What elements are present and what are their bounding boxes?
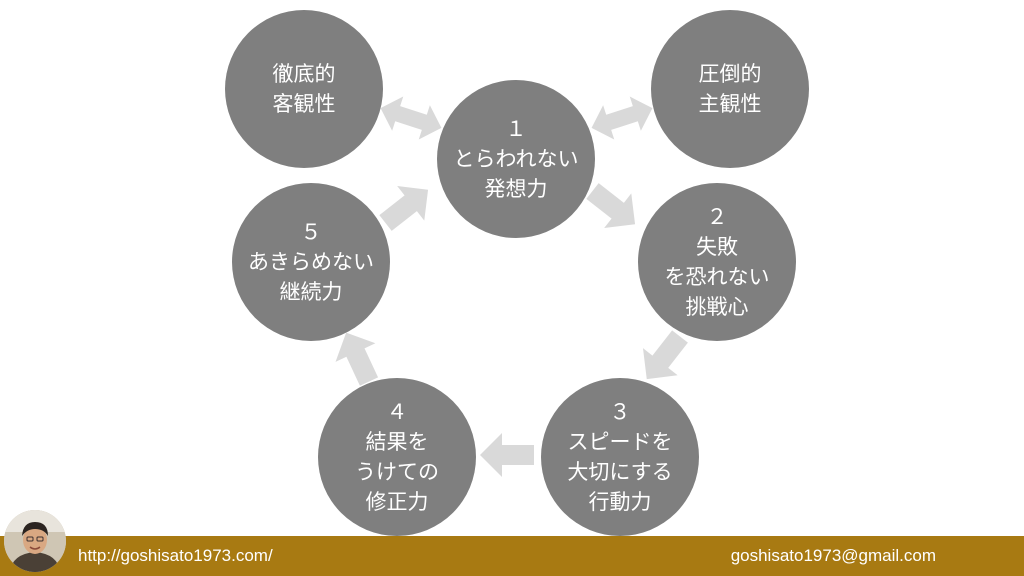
arrow-center-to-challenge xyxy=(586,183,636,229)
node-subjectivity-line-2: 主観性 xyxy=(698,92,762,116)
arrow-persistence-to-center xyxy=(379,185,429,231)
node-objectivity-line-1: 徹底的 xyxy=(272,62,336,86)
node-action-line-2: スピードを xyxy=(567,430,673,454)
double-arrow-center-subjective xyxy=(591,96,653,140)
node-center-line-2: とらわれない xyxy=(453,147,579,171)
node-action-line-1: ３ xyxy=(609,400,631,424)
arrow-challenge-to-action xyxy=(642,330,688,380)
node-challenge-line-1: ２ xyxy=(706,205,728,229)
footer-url-link[interactable]: http://goshisato1973.com/ xyxy=(78,546,273,565)
node-persistence-line-1: ５ xyxy=(300,220,322,244)
node-action: ３ スピードを 大切にする 行動力 xyxy=(541,378,699,536)
node-challenge-line-3: を恐れない xyxy=(664,265,770,289)
node-center-idea: １ とらわれない 発想力 xyxy=(437,80,595,238)
footer-email-link[interactable]: goshisato1973@gmail.com xyxy=(730,546,936,565)
node-correction-line-1: ４ xyxy=(386,400,408,424)
arrow-action-to-correction xyxy=(480,433,534,477)
avatar xyxy=(4,510,66,572)
arrows-layer xyxy=(335,96,688,477)
double-arrow-center-objective xyxy=(380,96,442,140)
node-correction: ４ 結果を うけての 修正力 xyxy=(318,378,476,536)
node-objectivity: 徹底的 客観性 xyxy=(225,10,383,168)
node-correction-line-3: うけての xyxy=(355,460,439,484)
person-photo-icon xyxy=(4,510,66,572)
node-center-line-1: １ xyxy=(505,117,527,141)
arrow-correction-to-persistence xyxy=(335,332,379,386)
node-action-line-3: 大切にする xyxy=(567,460,673,484)
node-subjectivity: 圧倒的 主観性 xyxy=(651,10,809,168)
node-persistence: ５ あきらめない 継続力 xyxy=(232,183,390,341)
node-challenge-line-4: 挑戦心 xyxy=(685,295,749,319)
node-persistence-line-2: あきらめない xyxy=(248,250,374,274)
node-action-line-4: 行動力 xyxy=(588,490,652,514)
footer-bar: http://goshisato1973.com/ goshisato1973@… xyxy=(0,536,1024,576)
node-correction-line-2: 結果を xyxy=(365,430,429,454)
node-challenge: ２ 失敗 を恐れない 挑戦心 xyxy=(638,183,796,341)
node-objectivity-line-2: 客観性 xyxy=(272,92,336,116)
node-persistence-line-3: 継続力 xyxy=(279,280,343,304)
node-challenge-line-2: 失敗 xyxy=(696,235,738,259)
node-center-line-3: 発想力 xyxy=(484,177,548,201)
node-subjectivity-line-1: 圧倒的 xyxy=(698,62,762,86)
node-correction-line-4: 修正力 xyxy=(365,490,429,514)
